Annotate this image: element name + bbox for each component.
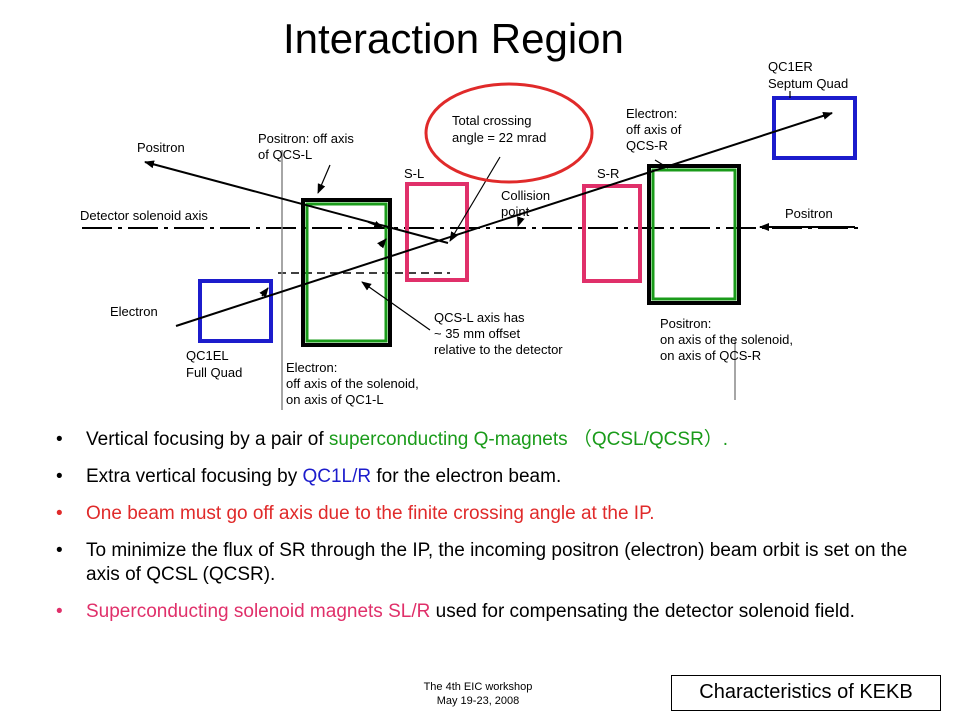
label-positron-left: Positron [137,140,185,155]
bullet-item: • One beam must go off axis due to the fi… [54,502,934,526]
diagram-label: of QCS-L [258,147,312,162]
qcsr-magnet [647,164,741,305]
diagram-label: QC1ER [768,59,813,74]
characteristics-box: Characteristics of KEKB [671,675,941,711]
bullet-text: superconducting Q-magnets （QCSL/QCSR）. [328,429,729,450]
diagram-label: Electron: [286,360,337,375]
footer-line1: The 4th EIC workshop [423,681,533,693]
diagram-label: off axis of [626,122,682,137]
diagram-label: QCS-R [626,138,668,153]
bullet-item: • Extra vertical focusing by QC1L/R for t… [54,465,934,489]
label-positron-right: Positron [785,206,833,221]
bullet-list: • Vertical focusing by a pair of supercon… [54,428,934,637]
diagram-label: point [501,204,530,219]
bullet-text: Superconducting solenoid magnets SL/R [86,601,431,622]
bullet-dot: • [56,601,63,622]
label-sr: S-R [597,166,619,181]
diagram-label: Positron: [660,316,711,331]
diagram-label: angle = 22 mrad [452,130,546,145]
qc1el-magnet [198,279,273,343]
diagram-label: ~ 35 mm offset [434,326,520,341]
footer: The 4th EIC workshop May 19-23, 2008 [380,680,576,708]
diagram-label: Electron: [626,106,677,121]
diagram-label: on axis of QC1-L [286,392,384,407]
bullet-text: Vertical focusing by a pair of [86,429,329,450]
bullet-dot: • [56,540,63,561]
diagram-label: Septum Quad [768,76,848,91]
bullet-dot: • [56,429,63,450]
qcsl-magnet [301,198,392,347]
bullet-text: used for compensating the detector solen… [430,601,855,622]
diagram-label: Positron: off axis [258,131,354,146]
label-sl: S-L [404,166,424,181]
diagram-label: on axis of QCS-R [660,348,761,363]
qc1er-magnet [772,96,857,160]
diagram-label: Collision [501,188,550,203]
bullet-text: To minimize the flux of SR through the I… [86,540,908,585]
sl-solenoid [405,182,469,282]
label-electron-left: Electron [110,304,158,319]
electron-beam [175,111,833,327]
diagram-label: Total crossing [452,113,531,128]
diagram-label: off axis of the solenoid, [286,376,419,391]
bullet-item: • Superconducting solenoid magnets SL/R u… [54,600,934,624]
bullet-dot: • [56,466,63,487]
bullet-text: One beam must go off axis due to the fin… [86,503,655,524]
diagram-label: on axis of the solenoid, [660,332,793,347]
bullet-item: • To minimize the flux of SR through the … [54,539,934,587]
footer-line2: May 19-23, 2008 [436,695,520,707]
sr-solenoid [582,184,642,283]
bullet-text: Extra vertical focusing by [86,466,303,487]
bullet-text: for the electron beam. [371,466,562,487]
crossing-angle-highlight [424,82,594,184]
diagram-label: QCS-L axis has [434,310,525,325]
bullet-text: QC1L/R [302,466,372,487]
bullet-item: • Vertical focusing by a pair of supercon… [54,428,934,452]
bullet-dot: • [56,503,63,524]
diagram-label: Full Quad [186,365,242,380]
slide-title: Interaction Region [283,15,624,62]
diagram-label: relative to the detector [434,342,563,357]
label-detector-axis: Detector solenoid axis [80,208,208,223]
positron-beam-out [144,160,449,244]
interaction-region-diagram: Positron Positron: off axis of QCS-L S-L… [80,59,862,410]
diagram-label: QC1EL [186,348,229,363]
